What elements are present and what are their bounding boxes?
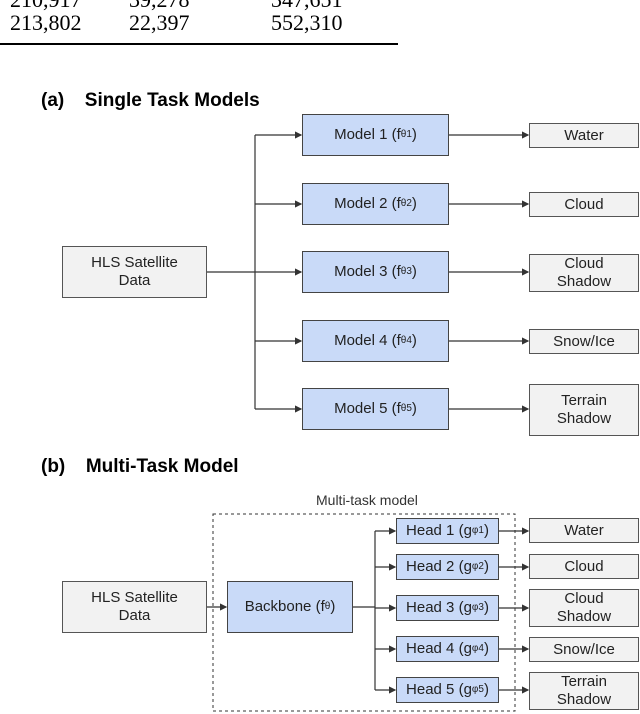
output-water-a: Water — [529, 123, 639, 148]
output-terrain-shadow-b: Terrain Shadow — [529, 672, 639, 710]
output-cloud-shadow-b: Cloud Shadow — [529, 589, 639, 627]
section-a-label: (a) — [41, 90, 65, 111]
table-cell: 22,397 — [129, 10, 190, 35]
output-snow-ice-a: Snow/Ice — [529, 329, 639, 354]
multi-task-container — [212, 513, 516, 712]
table-cell: 347,651 — [271, 0, 343, 13]
section-a-heading: Single Task Models — [84, 90, 260, 111]
section-b-heading: Multi-Task Model — [85, 456, 239, 477]
output-cloud-b: Cloud — [529, 554, 639, 579]
hls-input-box-b: HLS Satellite Data — [62, 581, 207, 633]
output-terrain-shadow-a: Terrain Shadow — [529, 384, 639, 436]
section-b-label: (b) — [41, 456, 66, 477]
output-cloud-a: Cloud — [529, 192, 639, 217]
table-cell: 39,278 — [129, 0, 190, 13]
output-snow-ice-b: Snow/Ice — [529, 637, 639, 662]
output-cloud-shadow-a: Cloud Shadow — [529, 254, 639, 292]
multi-task-container-label: Multi-task model — [316, 492, 418, 508]
table-bottom-rule — [0, 43, 398, 45]
section-b-title: (b) Multi-Task Model — [41, 456, 239, 478]
table-cell: 210,917 — [10, 0, 82, 13]
section-a-title: (a) Single Task Models — [41, 90, 260, 112]
output-water-b: Water — [529, 518, 639, 543]
hls-input-box-a: HLS Satellite Data — [62, 246, 207, 298]
table-cell: 213,802 — [10, 10, 82, 35]
table-cell: 552,310 — [271, 10, 343, 35]
